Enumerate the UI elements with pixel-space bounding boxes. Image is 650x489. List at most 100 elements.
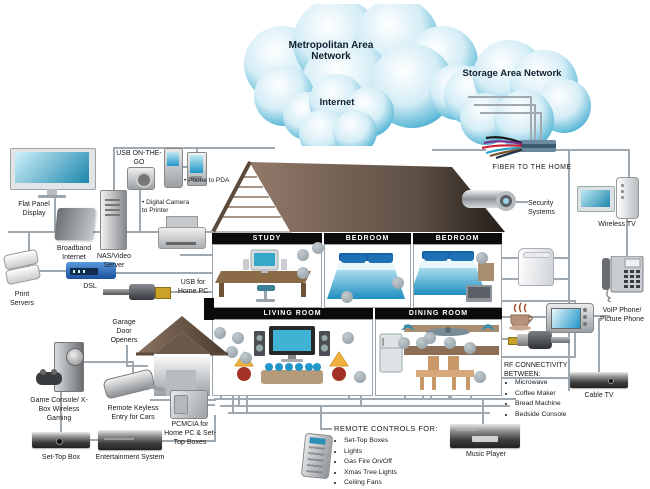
room-header-bedroom1: BEDROOM [324,233,411,244]
pcmcia-label: PCMCIA for Home PC & Set-Top Boxes [164,421,216,447]
connector-line [60,395,62,432]
connection-node [398,337,410,349]
connector-line [530,96,532,143]
connector-line [203,404,215,406]
remote-keyless-label: Remote Keyless Entry for Cars [107,405,159,422]
fiber-label: FIBER TO THE HOME [492,164,572,171]
rf-list: MicrowaveCoffee MakerBread MachineBedsid… [505,378,585,420]
usb-plug-icon [103,283,171,301]
remote-controls-list: Set-Top BoxesLightsGas Fire On/OffXmas T… [334,436,439,489]
bread-machine-icon [518,248,554,286]
connector-line [468,96,532,98]
list-item: Coffee Maker [515,389,585,400]
list-item: Gas Fire On/Off [344,457,439,468]
connection-node [444,337,456,349]
connection-node [342,332,354,344]
entertainment-label: Entertainment System [95,454,165,461]
bedroom1-bed-art [327,253,405,299]
music-player-label: Music Player [465,451,507,458]
digital-camera-icon [127,167,155,190]
flat-panel-label: Flat Panel Display [18,201,50,218]
list-item: Bread Machine [515,399,585,410]
connector-line [228,412,490,414]
list-item: Ceiling Fans [344,478,439,489]
connection-node [474,371,486,383]
garage-label: Garage Door Openers [110,319,138,345]
usb-home-pc-label: USB for Home PC [177,279,209,296]
dsl-label: DSL [83,283,97,290]
voip-phone-icon [602,256,644,302]
list-item: Lights [344,447,439,458]
connector-line [590,315,610,317]
connection-node [312,242,324,254]
fiber-cable-icon [481,136,556,160]
connector-line [540,112,542,143]
rf-title: RF CONNECTIVITY BETWEEN: [504,362,568,379]
room-header-living: LIVING ROOM [212,308,373,319]
broadband-modem-icon [54,208,96,240]
digital-camera-label: • Digital Camera to Printer [142,199,190,215]
wireless-tv-label: Wireless TV [598,221,636,228]
room-header-bedroom2: BEDROOM [413,233,502,244]
nas-server-icon [100,190,127,250]
dsl-router-icon [66,262,116,279]
metropolitan-cloud-label: Metropolitan Area Network [288,40,374,62]
connector-line [160,440,216,442]
broadband-label: Broadband Internet [56,245,92,262]
connector-line [474,104,536,106]
connector-line [183,166,189,168]
usb-otg-label: USB ON-THE-GO [116,150,162,167]
connection-node [297,267,309,279]
keyless-fob-icon [102,368,165,402]
connector-line [482,399,484,426]
connection-node [416,337,428,349]
connector-line [598,318,600,374]
power-plug-icon [508,329,570,351]
internet-cloud-label: Internet [319,97,355,108]
connector-line [320,406,322,428]
connector-line [432,149,486,151]
pda-icon [187,152,207,186]
connector-line [626,216,628,258]
connector-line [556,149,630,151]
connector-line [139,189,141,231]
connection-node [297,249,309,261]
connector-line [126,345,128,365]
connection-node [226,346,238,358]
connector-line [114,272,304,274]
connection-node [354,371,366,383]
connector-line [320,428,332,430]
living-room-art [234,326,349,384]
mobile-phone-icon [164,148,183,188]
connection-node [476,252,488,264]
home-network-diagram: { "clouds": { "metropolitan": "Metropoli… [0,0,650,475]
pcmcia-card-icon [170,390,208,419]
printer-icon [158,216,206,254]
house-wall-segment [204,298,214,320]
security-camera-icon [462,190,516,211]
connector-line [168,291,214,293]
connector-line [220,405,510,407]
connector-line [132,363,134,373]
connection-node [392,277,404,289]
internet-cloud-icon [283,74,394,146]
connector-line [516,201,528,203]
dining-room-art [379,324,499,390]
connector-line [113,147,275,149]
wireless-tv-receiver-icon [616,177,639,219]
picture-phone-icon [546,303,594,333]
connection-node [341,291,353,303]
set-top-box-icon [32,432,90,448]
storage-cloud-label: Storage Area Network [462,68,562,79]
connector-line [628,149,630,189]
voip-label: VoIP Phone/ Picture Phone [600,307,644,324]
connector-line [568,151,570,391]
connector-line [498,338,510,340]
bedroom2-bed-tv-art [414,251,494,302]
set-top-box-label: Set-Top Box [41,454,81,461]
list-item: Xmas Tree Lights [344,468,439,479]
security-label: Security Systems [528,200,555,217]
connector-line [126,365,148,367]
connector-line [88,439,98,441]
flat-panel-display-icon [10,148,98,198]
